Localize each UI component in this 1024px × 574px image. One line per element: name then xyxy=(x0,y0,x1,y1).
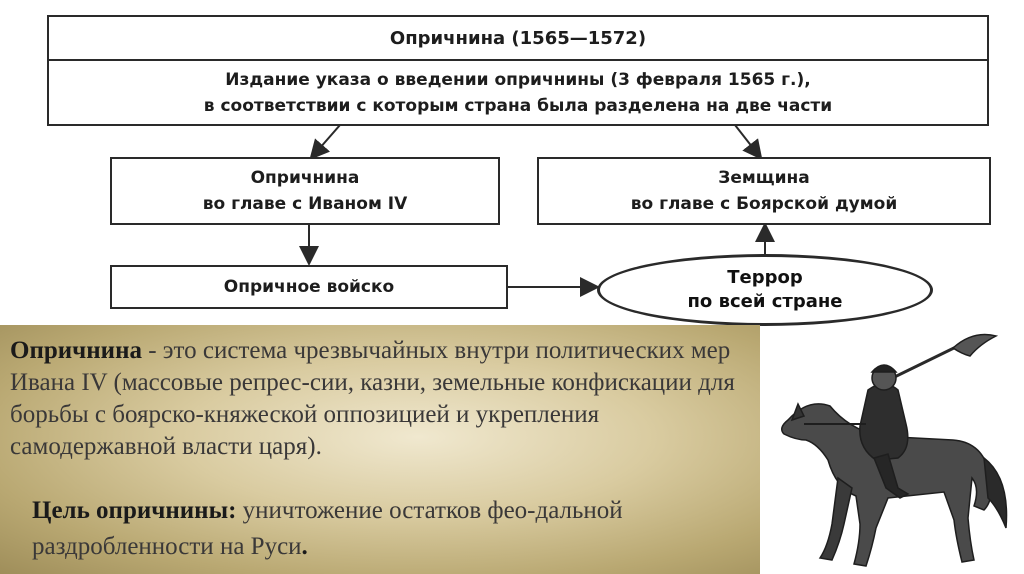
goal-text: Цель опричнины: уничтожение остатков фео… xyxy=(32,493,752,565)
goal-term: Цель опричнины xyxy=(32,497,228,524)
definition-panel: Опричнина - это система чрезвычайных вну… xyxy=(0,325,760,574)
decree-line-1: Издание указа о введении опричнины (3 фе… xyxy=(225,67,810,93)
diagram-title: Опричнина (1565—1572) xyxy=(49,17,987,61)
definition-text: Опричнина - это система чрезвычайных вну… xyxy=(10,335,750,463)
terror-line-1: Террор xyxy=(727,266,803,290)
horseman-illustration xyxy=(748,328,1024,574)
decree-line-2: в соответствии с которым страна была раз… xyxy=(204,93,832,119)
arrow-to-zemshchina xyxy=(735,125,760,157)
oprichnina-box: Опричнина во главе с Иваном IV xyxy=(110,157,500,225)
decree-description: Издание указа о введении опричнины (3 фе… xyxy=(49,61,987,124)
army-label: Опричное войско xyxy=(224,277,394,297)
arrow-to-oprichnina xyxy=(312,125,340,157)
terror-ellipse: Террор по всей стране xyxy=(597,254,933,326)
definition-term: Опричнина xyxy=(10,337,142,364)
zemshchina-box: Земщина во главе с Боярской думой xyxy=(537,157,991,225)
oprichnina-label: Опричнина xyxy=(251,165,360,191)
header-box: Опричнина (1565—1572) Издание указа о вв… xyxy=(47,15,989,126)
terror-line-2: по всей стране xyxy=(688,290,843,314)
zemshchina-label: Земщина xyxy=(718,165,809,191)
oprichnoe-voysko-box: Опричное войско xyxy=(110,265,508,309)
goal-period: . xyxy=(302,533,308,560)
oprichnina-ruler: во главе с Иваном IV xyxy=(203,191,408,217)
zemshchina-ruler: во главе с Боярской думой xyxy=(631,191,898,217)
